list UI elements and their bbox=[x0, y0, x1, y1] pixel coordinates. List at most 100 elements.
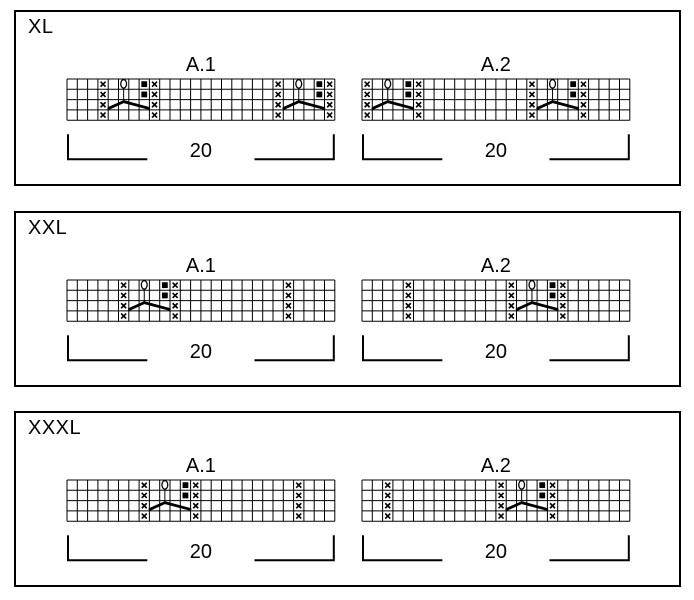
cross-stitch-icon bbox=[285, 282, 292, 289]
cross-stitch-icon bbox=[275, 81, 282, 88]
black-square-icon bbox=[161, 292, 168, 299]
black-square-icon bbox=[182, 482, 189, 489]
decrease-chevron-icon bbox=[371, 100, 415, 110]
black-square-icon bbox=[539, 482, 546, 489]
cross-stitch-icon bbox=[141, 502, 148, 509]
size-panel-xl: XL A.1 20 A.2 20 bbox=[14, 10, 681, 186]
cross-stitch-icon bbox=[559, 302, 566, 309]
cross-stitch-icon bbox=[275, 91, 282, 98]
chart-title: A.1 bbox=[186, 256, 216, 277]
cross-stitch-icon bbox=[364, 111, 371, 119]
yarn-over-icon bbox=[549, 78, 557, 89]
grid-lines bbox=[361, 279, 631, 322]
black-square-icon bbox=[549, 282, 556, 289]
cross-stitch-icon bbox=[141, 512, 148, 520]
repeat-bracket bbox=[362, 335, 630, 362]
repeat-bracket bbox=[362, 134, 630, 161]
cross-stitch-icon bbox=[295, 482, 302, 489]
decrease-chevron-icon bbox=[282, 100, 326, 110]
decrease-chevron-icon bbox=[536, 100, 580, 110]
cross-stitch-icon bbox=[405, 292, 412, 299]
cross-stitch-icon bbox=[508, 282, 515, 289]
cross-stitch-icon bbox=[192, 482, 199, 489]
cross-stitch-icon bbox=[405, 312, 412, 320]
stitch-count-label: 20 bbox=[190, 541, 212, 563]
cross-stitch-icon bbox=[384, 492, 391, 499]
stitch-count-label: 20 bbox=[485, 341, 507, 363]
cross-stitch-icon bbox=[192, 502, 199, 509]
cross-stitch-icon bbox=[549, 492, 556, 499]
chart-a1: A.1 20 bbox=[61, 54, 343, 163]
decrease-chevron-icon bbox=[148, 501, 192, 511]
cross-stitch-icon bbox=[285, 292, 292, 299]
repeat-bracket bbox=[67, 335, 335, 362]
black-square-icon bbox=[141, 91, 148, 98]
yarn-over-icon bbox=[295, 78, 303, 89]
cross-stitch-icon bbox=[326, 91, 333, 98]
black-square-icon bbox=[570, 81, 577, 88]
cross-stitch-icon bbox=[528, 81, 536, 88]
cross-stitch-icon bbox=[295, 512, 302, 520]
cross-stitch-icon bbox=[364, 81, 371, 88]
chart-title: A.2 bbox=[481, 256, 511, 277]
decrease-chevron-icon bbox=[128, 301, 171, 311]
yarn-over-icon bbox=[518, 479, 526, 490]
black-square-icon bbox=[539, 492, 546, 499]
chart-title: A.2 bbox=[481, 456, 511, 477]
chart-a2: A.2 20 bbox=[356, 54, 638, 163]
decrease-chevron-icon bbox=[515, 301, 559, 311]
cross-stitch-icon bbox=[384, 482, 391, 489]
cross-stitch-icon bbox=[192, 492, 199, 499]
chart-a2: A.2 20 bbox=[356, 455, 638, 564]
cross-stitch-icon bbox=[275, 111, 282, 119]
cross-stitch-icon bbox=[497, 492, 505, 499]
size-label: XL bbox=[28, 16, 54, 38]
size-panel-xxl: XXL A.1 20 A.2 20 bbox=[14, 211, 681, 387]
cross-stitch-icon bbox=[285, 302, 292, 309]
cross-stitch-icon bbox=[99, 81, 107, 88]
black-square-icon bbox=[141, 81, 148, 88]
cross-stitch-icon bbox=[580, 81, 587, 88]
cross-stitch-icon bbox=[172, 302, 179, 309]
grid-lines bbox=[66, 479, 336, 522]
cross-stitch-icon bbox=[549, 512, 556, 520]
cross-stitch-icon bbox=[120, 302, 127, 309]
stitch-count-label: 20 bbox=[190, 140, 212, 162]
grid-lines bbox=[66, 279, 336, 322]
cross-stitch-icon bbox=[364, 101, 371, 108]
cross-stitch-icon bbox=[99, 91, 107, 98]
yarn-over-icon bbox=[161, 479, 169, 490]
stitch-count-label: 20 bbox=[485, 140, 507, 162]
black-square-icon bbox=[549, 292, 556, 299]
cross-stitch-icon bbox=[415, 101, 422, 108]
black-square-icon bbox=[316, 91, 323, 98]
decrease-chevron-icon bbox=[107, 100, 151, 110]
chart-title: A.2 bbox=[481, 55, 511, 76]
cross-stitch-icon bbox=[295, 502, 302, 509]
cross-stitch-icon bbox=[508, 302, 515, 309]
cross-stitch-icon bbox=[559, 282, 566, 289]
cross-stitch-icon bbox=[528, 91, 536, 98]
cross-stitch-icon bbox=[384, 502, 391, 509]
cross-stitch-icon bbox=[508, 292, 515, 299]
chart-canvas: A.120 bbox=[66, 455, 336, 563]
cross-stitch-icon bbox=[559, 312, 566, 320]
stitch-count-label: 20 bbox=[190, 341, 212, 363]
cross-stitch-icon bbox=[326, 111, 333, 119]
chart-title: A.1 bbox=[186, 55, 216, 76]
black-square-icon bbox=[182, 492, 189, 499]
chart-canvas: A.2 20 bbox=[361, 54, 631, 162]
cross-stitch-icon bbox=[580, 101, 587, 108]
size-label: XXL bbox=[28, 217, 68, 239]
chart-canvas: A.2 20 bbox=[361, 255, 631, 363]
chart-a2: A.2 20 bbox=[356, 255, 638, 364]
cross-stitch-icon bbox=[172, 312, 179, 320]
cross-stitch-icon bbox=[415, 111, 422, 119]
cross-stitch-icon bbox=[580, 91, 587, 98]
cross-stitch-icon bbox=[326, 81, 333, 88]
stitch-count-label: 20 bbox=[485, 541, 507, 563]
cross-stitch-icon bbox=[497, 512, 505, 520]
